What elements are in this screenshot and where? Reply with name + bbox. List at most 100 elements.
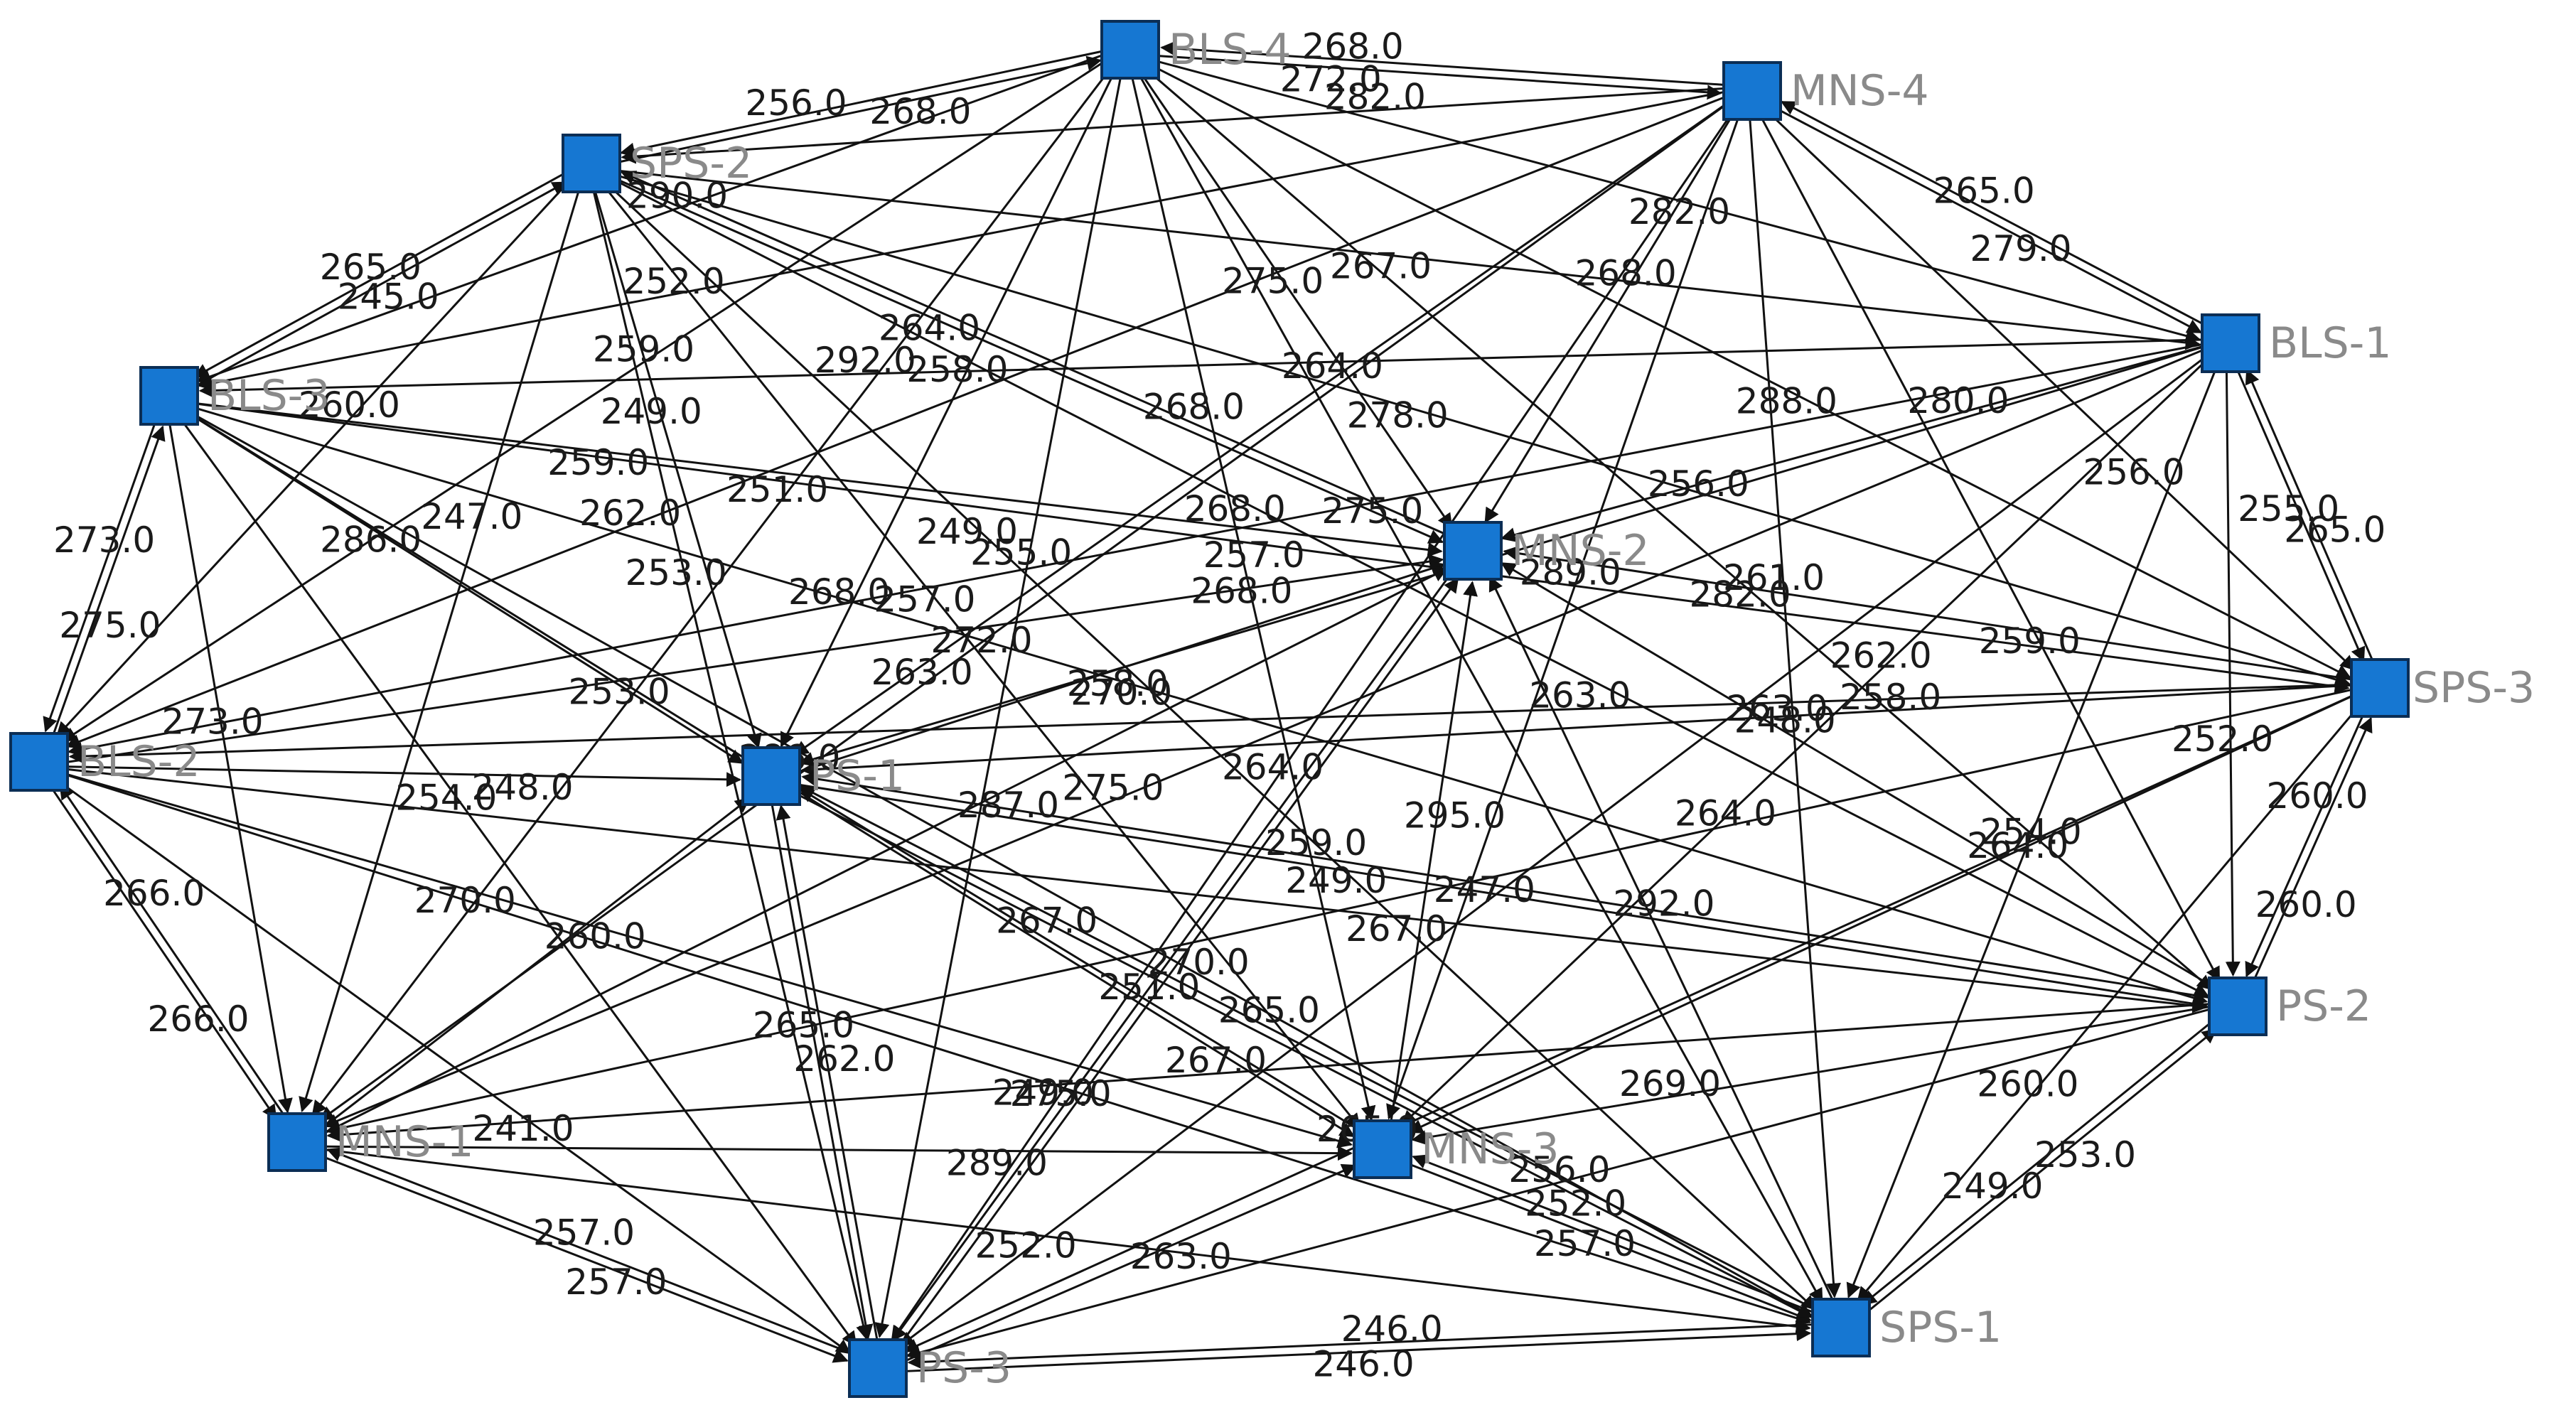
edge-label: 260.0 [2266,775,2368,817]
edge-label: 256.0 [745,82,847,124]
edge-sps-2-to-mns-3 [605,188,1361,1129]
node-square[interactable] [848,1338,908,1398]
edge-bls-4-to-ps-1 [780,72,1115,748]
edge-label: 260.0 [544,916,646,957]
edge-bls-1-to-mns-2 [1500,345,2203,542]
edge-mns-4-to-bls-4 [1160,41,1724,86]
edge-mns-4-to-ps-1 [793,102,1727,756]
node-sps-1[interactable]: SPS-1 [1811,1298,2002,1357]
edge-label: 249.0 [1285,860,1387,901]
edge-sps-2-to-bls-3 [193,172,565,378]
node-square[interactable] [741,746,801,806]
node-sps-3[interactable]: SPS-3 [2350,658,2535,718]
edge-label: 257.0 [1203,534,1305,576]
node-label: PS-1 [810,751,905,801]
edge-mns-3-to-sps-1 [1407,1162,1812,1323]
node-sps-2[interactable]: SPS-2 [562,134,752,193]
node-square[interactable] [562,134,621,193]
edge-label: 268.0 [1191,570,1292,611]
edge-label: 252.0 [623,261,725,302]
edge-label: 254.0 [1980,812,2082,853]
node-square[interactable] [2201,313,2260,373]
edge-label: 246.0 [1313,1344,1415,1385]
edge-label: 247.0 [421,496,522,537]
edge-sps-2-to-ps-3 [592,191,871,1340]
node-ps-3[interactable]: PS-3 [848,1338,1011,1398]
edge-label: 255.0 [970,532,1072,573]
node-square[interactable] [267,1112,327,1172]
edge-mns-1-to-bls-2 [59,784,286,1117]
edge-sps-3-to-ps-3 [903,694,2353,1353]
edge-bls-1-to-sps-1 [1846,367,2218,1298]
node-square[interactable] [2350,658,2410,718]
node-bls-3[interactable]: BLS-3 [139,366,331,426]
edge-label: 256.0 [1648,463,1749,505]
node-label: MNS-4 [1791,66,1929,116]
node-label: BLS-2 [77,737,200,787]
node-square[interactable] [1811,1298,1871,1357]
edge-sps-2-to-bls-2 [56,181,570,738]
edge-bls-3-to-ps-3 [181,420,857,1347]
edge-label: 257.0 [874,579,975,620]
node-square[interactable] [139,366,199,426]
edge-label: 262.0 [793,1038,895,1080]
edge-label: 252.0 [1525,1183,1626,1224]
edge-label: 272.0 [1280,58,1382,99]
edge-label: 286.0 [320,519,422,560]
node-label: MNS-2 [1511,526,1650,576]
node-ps-2[interactable]: PS-2 [2208,976,2371,1036]
node-mns-3[interactable]: MNS-3 [1353,1119,1560,1179]
node-bls-1[interactable]: BLS-1 [2201,313,2392,373]
edge-bls-1-to-sps-3 [2237,370,2366,662]
edge-label: 257.0 [1534,1223,1636,1264]
node-square[interactable] [1443,521,1503,581]
edge-label: 269.0 [1619,1063,1721,1104]
node-ps-1[interactable]: PS-1 [741,746,905,806]
edge-sps-3-to-mns-2 [1503,546,2353,681]
edge-mns-4-to-bls-2 [65,96,1725,749]
edge-label: 260.0 [299,384,400,426]
edge-label: 268.0 [1184,488,1286,529]
edge-mns-4-to-bls-3 [198,91,1724,391]
edge-label: 267.0 [1346,908,1447,949]
edge-label: 266.0 [147,999,249,1040]
node-label: SPS-1 [1879,1303,2002,1352]
edge-mns-1-to-sps-1 [324,1148,1811,1334]
edge-label: 292.0 [815,340,916,381]
edge-sps-3-to-bls-2 [68,683,2351,764]
edge-label: 263.0 [1529,675,1631,716]
node-mns-4[interactable]: MNS-4 [1722,61,1929,121]
edge-ps-3-to-sps-1 [906,1326,1812,1372]
edge-label: 259.0 [1265,822,1367,863]
edge-bls-4-to-bls-1 [1156,60,2201,343]
node-bls-2[interactable]: BLS-2 [9,732,200,792]
node-square[interactable] [1353,1119,1412,1179]
edge-label: 268.0 [869,91,971,132]
edge-bls-4-to-mns-4 [1158,55,1722,100]
node-mns-2[interactable]: MNS-2 [1443,521,1650,581]
edge-label: 251.0 [726,469,828,510]
node-square[interactable] [9,732,69,792]
edge-label: 258.0 [1840,677,1941,718]
edge-label: 266.0 [103,873,205,914]
edge-mns-4-to-sps-1 [1749,119,1841,1298]
edge-label: 247.0 [1434,869,1535,910]
edge-sps-1-to-ps-3 [907,1323,1813,1370]
node-mns-1[interactable]: MNS-1 [267,1112,474,1172]
node-bls-4[interactable]: BLS-4 [1100,20,1292,80]
node-square[interactable] [1100,20,1160,80]
edge-label: 295.0 [1404,795,1506,836]
edge-mns-4-to-mns-3 [1386,116,1740,1120]
edge-label: 272.0 [930,620,1032,661]
edge-mns-3-to-ps-1 [798,787,1361,1132]
edge-label: 260.0 [1977,1063,2078,1104]
edge-label: 255.0 [2238,488,2339,529]
node-label: BLS-3 [208,371,331,421]
node-square[interactable] [1722,61,1782,121]
edge-bls-2-to-mns-3 [65,773,1353,1148]
edge-label: 241.0 [472,1108,574,1149]
edge-bls-3-to-mns-1 [168,424,293,1114]
edge-sps-2-to-sps-3 [617,174,2351,687]
node-square[interactable] [2208,976,2268,1036]
edge-label: 252.0 [975,1225,1077,1266]
